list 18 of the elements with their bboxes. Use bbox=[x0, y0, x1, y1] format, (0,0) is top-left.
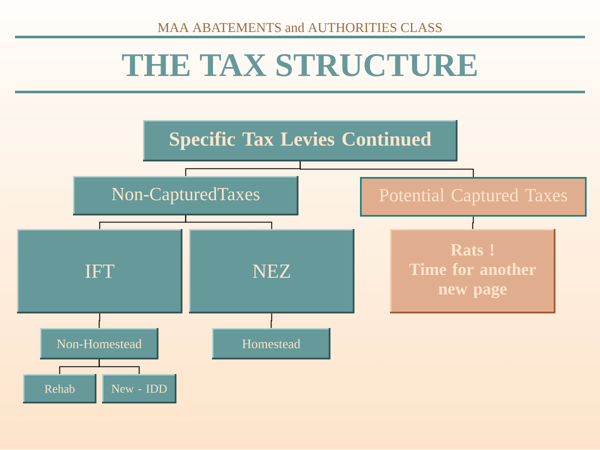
org-chart-box: Potential Captured Taxes bbox=[360, 177, 587, 217]
connector-line bbox=[185, 214, 272, 230]
org-chart-box: Homestead bbox=[212, 328, 330, 360]
org-chart-box: Rats ! Time for another new page bbox=[390, 229, 556, 314]
connector-line bbox=[300, 160, 474, 178]
header-text: MAA ABATEMENTS and AUTHORITIES CLASS bbox=[158, 22, 442, 32]
connector-line bbox=[98, 312, 100, 328]
org-chart-box: Specific Tax Levies Continued bbox=[143, 120, 458, 162]
slide-title: THE TAX STRUCTURE bbox=[122, 54, 477, 76]
connector-line bbox=[98, 358, 140, 374]
org-chart-box: Rehab bbox=[23, 374, 96, 404]
org-chart-box: NEZ bbox=[189, 229, 354, 314]
org-chart-box: Non-CapturedTaxes bbox=[73, 176, 298, 216]
org-chart-box: Non-Homestead bbox=[40, 328, 158, 360]
org-chart-box: New - IDD bbox=[102, 374, 176, 404]
org-chart-box: IFT bbox=[17, 229, 182, 314]
connector-line bbox=[472, 216, 474, 230]
connector-line bbox=[270, 312, 272, 328]
